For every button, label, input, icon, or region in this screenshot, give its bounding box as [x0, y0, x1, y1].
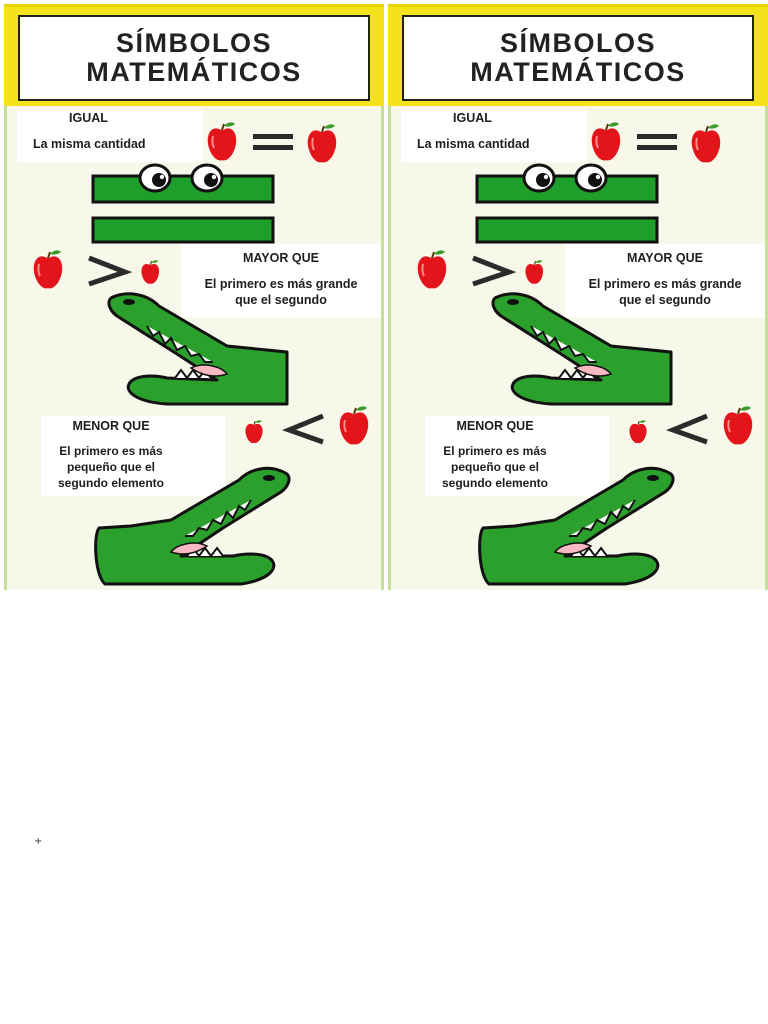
- apple-icon: [691, 124, 721, 163]
- title-line-1: SÍMBOLOS: [499, 28, 656, 58]
- equal-label-box: [401, 110, 587, 162]
- apple-icon: [339, 406, 369, 445]
- less-heading: MENOR QUE: [72, 419, 150, 433]
- equal-label-box: [17, 110, 203, 162]
- title-line-2: MATEMÁTICOS: [470, 57, 686, 87]
- apple-icon: [245, 420, 263, 444]
- greater-description-1: El primero es más grande: [204, 277, 358, 291]
- crocodile-icon: [491, 292, 673, 406]
- less-description-1: El primero es más: [59, 444, 163, 458]
- apple-icon: [525, 260, 544, 284]
- apple-icon: [33, 250, 63, 289]
- less-label-box: [425, 416, 609, 496]
- footer-mark: +: [34, 836, 43, 847]
- equal-bars-illustration: [475, 163, 659, 244]
- greater-symbol-group: [417, 250, 544, 289]
- less-description-3: segundo elemento: [57, 476, 164, 490]
- greater-description-2: que el segundo: [235, 293, 327, 307]
- equal-bars-illustration: [91, 163, 275, 244]
- apple-icon: [629, 420, 647, 444]
- greater-label-box: [565, 244, 765, 318]
- less-symbol-group: [245, 406, 369, 445]
- less-description-1: El primero es más: [443, 444, 547, 458]
- equals-sign-icon: [637, 134, 677, 150]
- eyes-icon: [138, 163, 224, 193]
- less-than-icon: [281, 413, 324, 445]
- crocodile-icon: [478, 466, 675, 586]
- equals-sign-icon: [253, 134, 293, 150]
- equal-heading: IGUAL: [453, 111, 492, 125]
- title-line-2: MATEMÁTICOS: [86, 57, 302, 87]
- less-heading: MENOR QUE: [456, 419, 534, 433]
- crocodile-icon: [94, 466, 291, 586]
- card-header: SÍMBOLOS MATEMÁTICOS: [4, 4, 384, 106]
- less-than-icon: [665, 413, 708, 445]
- equal-heading: IGUAL: [69, 111, 108, 125]
- less-symbol-group: [629, 406, 753, 445]
- equal-symbol-group: [591, 122, 721, 163]
- title-line-1: SÍMBOLOS: [115, 28, 272, 58]
- card-body: IGUAL La misma cantidad: [388, 106, 768, 590]
- title-box: SÍMBOLOS MATEMÁTICOS: [402, 15, 754, 101]
- apple-icon: [207, 122, 237, 161]
- less-label-box: [41, 416, 225, 496]
- greater-heading: MAYOR QUE: [243, 251, 319, 265]
- greater-heading: MAYOR QUE: [627, 251, 703, 265]
- apple-icon: [417, 250, 447, 289]
- bookmark-card-left: SÍMBOLOS MATEMÁTICOS IGUAL La misma cant…: [4, 4, 384, 590]
- equal-description: La misma cantidad: [417, 137, 530, 151]
- equal-symbol-group: [207, 122, 337, 163]
- apple-icon: [307, 124, 337, 163]
- card-body: IGUAL La misma cantidad: [4, 106, 384, 590]
- less-description-3: segundo elemento: [441, 476, 548, 490]
- card-header: SÍMBOLOS MATEMÁTICOS: [388, 4, 768, 106]
- title-box: SÍMBOLOS MATEMÁTICOS: [18, 15, 370, 101]
- greater-than-icon: [472, 255, 517, 287]
- less-description-2: pequeño que el: [450, 460, 539, 474]
- apple-icon: [591, 122, 621, 161]
- crocodile-icon: [107, 292, 289, 406]
- greater-label-box: [181, 244, 381, 318]
- apple-icon: [723, 406, 753, 445]
- less-description-2: pequeño que el: [66, 460, 155, 474]
- greater-description-2: que el segundo: [619, 293, 711, 307]
- greater-than-icon: [88, 255, 133, 287]
- greater-symbol-group: [33, 250, 160, 289]
- eyes-icon: [522, 163, 608, 193]
- bookmark-card-right: SÍMBOLOS MATEMÁTICOS IGUAL La misma cant…: [388, 4, 768, 590]
- apple-icon: [141, 260, 160, 284]
- equal-description: La misma cantidad: [33, 137, 146, 151]
- greater-description-1: El primero es más grande: [588, 277, 742, 291]
